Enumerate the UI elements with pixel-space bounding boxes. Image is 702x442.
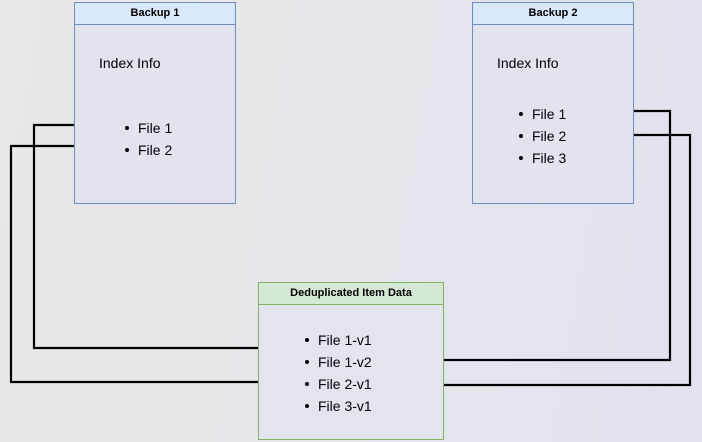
node-deduplicated-item-data-title: Deduplicated Item Data [259, 283, 443, 305]
node-deduplicated-item-data[interactable]: Deduplicated Item Data File 1-v1 File 1-… [258, 282, 444, 440]
dedup-file-list: File 1-v1 File 1-v2 File 2-v1 File 3-v1 [303, 329, 372, 417]
backup-1-file-list: File 1 File 2 [123, 117, 172, 161]
backup-1-file-item[interactable]: File 1 [123, 117, 172, 139]
node-backup-1-body: Index Info File 1 File 2 [75, 25, 235, 203]
dedup-file-item[interactable]: File 2-v1 [303, 373, 372, 395]
node-backup-2-body: Index Info File 1 File 2 File 3 [473, 25, 633, 203]
node-backup-1-title: Backup 1 [75, 3, 235, 25]
backup-1-file-item[interactable]: File 2 [123, 139, 172, 161]
backup-2-file-item[interactable]: File 3 [517, 147, 566, 169]
backup-2-file-item[interactable]: File 1 [517, 103, 566, 125]
dedup-file-item[interactable]: File 3-v1 [303, 395, 372, 417]
node-backup-2[interactable]: Backup 2 Index Info File 1 File 2 File 3 [472, 2, 634, 204]
backup-2-index-info-label: Index Info [497, 55, 559, 71]
node-backup-1[interactable]: Backup 1 Index Info File 1 File 2 [74, 2, 236, 204]
node-backup-2-title: Backup 2 [473, 3, 633, 25]
dedup-file-item[interactable]: File 1-v2 [303, 351, 372, 373]
backup-2-file-item[interactable]: File 2 [517, 125, 566, 147]
node-deduplicated-item-data-body: File 1-v1 File 1-v2 File 2-v1 File 3-v1 [259, 305, 443, 439]
dedup-file-item[interactable]: File 1-v1 [303, 329, 372, 351]
backup-2-file-list: File 1 File 2 File 3 [517, 103, 566, 169]
backup-1-index-info-label: Index Info [99, 55, 161, 71]
